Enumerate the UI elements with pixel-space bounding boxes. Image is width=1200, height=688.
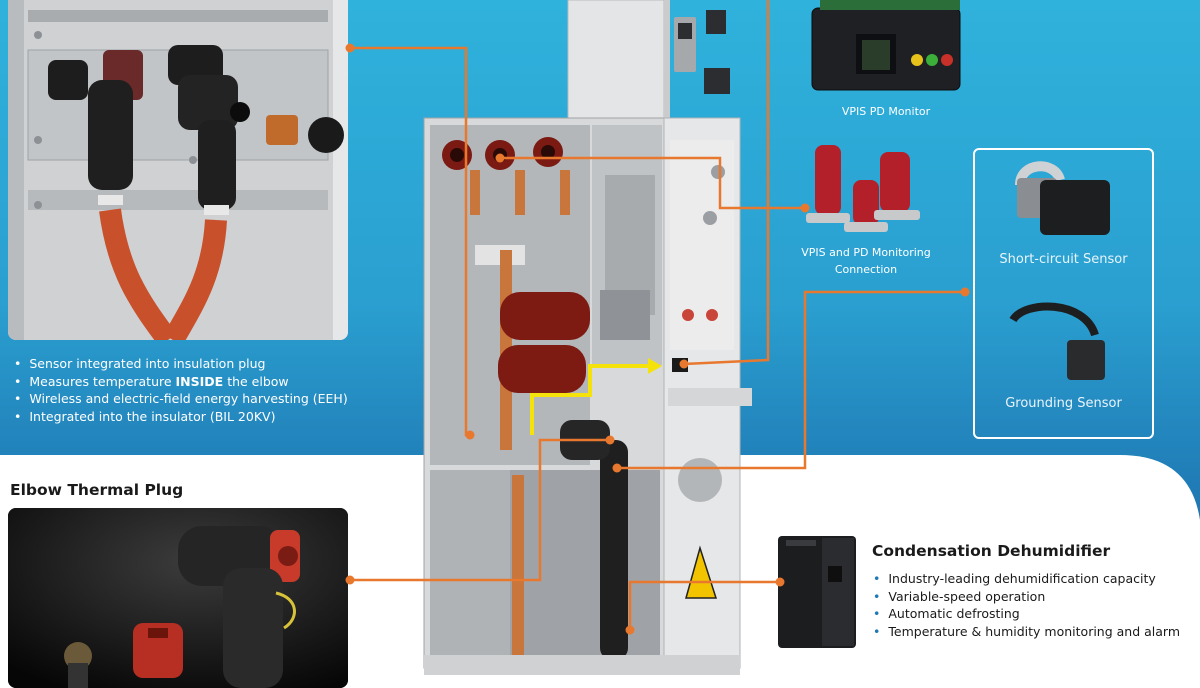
connector-vpis <box>500 156 805 210</box>
connector-dot <box>775 577 785 587</box>
dehumidifier-feature: Automatic defrosting <box>873 605 1180 623</box>
short-circuit-sensor-label: Short-circuit Sensor <box>999 252 1128 267</box>
elbow-connector-photo <box>8 0 348 340</box>
connector-dot <box>612 463 622 473</box>
connector-dot <box>679 359 689 369</box>
elbow-thermal-plug-title: Elbow Thermal Plug <box>10 481 184 499</box>
sensor-bullet-list: Sensor integrated into insulation plug M… <box>14 355 348 426</box>
connector-pd-monitor <box>683 0 770 366</box>
elbow-thermal-plug-photo <box>8 508 348 688</box>
pd-monitor-label: VPIS PD Monitor <box>841 105 931 118</box>
connector-dot <box>345 575 355 585</box>
sensor-bullet: Wireless and electric-field energy harve… <box>14 390 347 408</box>
connector-sensors <box>617 290 965 470</box>
vpis-label-line1: VPIS and PD Monitoring <box>801 246 931 259</box>
connector-dot <box>495 153 505 163</box>
grounding-sensor-label: Grounding Sensor <box>1005 396 1122 411</box>
connector-dot <box>800 203 810 213</box>
vpis-label-line2: Connection <box>834 263 898 276</box>
signal-arrow-yellow <box>648 358 662 374</box>
connector-elbow-top <box>350 46 470 437</box>
dehumidifier-feature: Industry-leading dehumidification capaci… <box>873 570 1180 588</box>
dehumidifier-feature-list: Industry-leading dehumidification capaci… <box>873 570 1180 640</box>
sensor-bullet: Sensor integrated into insulation plug <box>14 355 348 373</box>
sensor-bullet: Integrated into the insulator (BIL 20KV) <box>14 408 348 426</box>
signal-path-yellow <box>530 364 648 435</box>
connector-dot <box>345 43 355 53</box>
dehumidifier-title: Condensation Dehumidifier <box>872 542 1111 560</box>
connector-dot <box>605 435 615 445</box>
connector-dot <box>465 430 475 440</box>
connector-dehumidifier <box>628 580 780 630</box>
connector-dot <box>960 287 970 297</box>
connector-dot <box>625 625 635 635</box>
dehumidifier-feature: Variable-speed operation <box>873 588 1180 606</box>
connector-elbow-bottom <box>350 438 610 582</box>
sensor-panel: Short-circuit Sensor Grounding Sensor <box>973 148 1154 439</box>
dehumidifier-feature: Temperature & humidity monitoring and al… <box>873 623 1180 641</box>
sensor-bullet: Measures temperature INSIDE the elbow <box>14 373 348 391</box>
sensor-images <box>1009 161 1110 380</box>
